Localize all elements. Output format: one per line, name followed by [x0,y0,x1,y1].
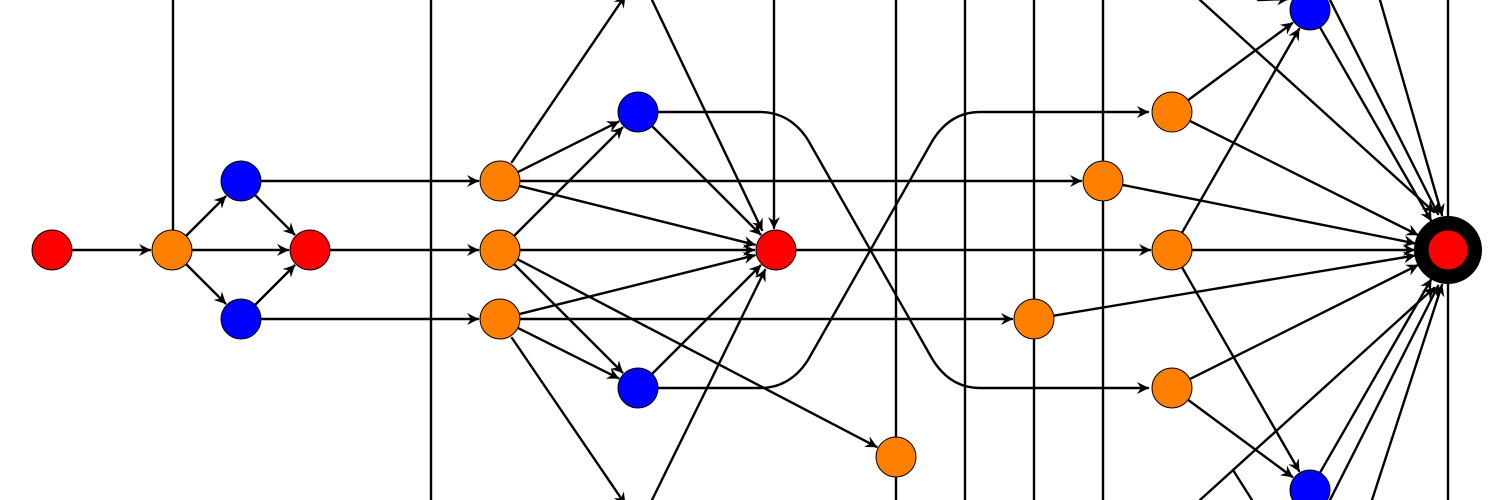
node-n-orange-7[interactable] [1082,160,1124,202]
edge-in-bottom [1198,286,1436,500]
node-n-blue-3[interactable] [617,91,659,133]
orange-node-circle [1082,160,1124,202]
blue-node-circle [617,91,659,133]
edge-n-orange-9-to-n-blue-6 [1180,266,1301,473]
node-n-end[interactable] [1414,216,1482,284]
node-n-split-1[interactable] [151,229,193,271]
blue-node-circle [1289,0,1331,31]
blue-node-circle [220,160,262,202]
node-n-merge-2[interactable] [755,229,797,271]
edge-n-orange-10-to-n-end [1188,264,1419,381]
edge-n-blue-6-to-n-end [1318,278,1433,474]
orange-node-circle [1151,367,1193,409]
blue-node-circle [1289,469,1331,500]
edge-out-bottom [1231,468,1254,500]
orange-node-circle [479,298,521,340]
edge-n-orange-10-to-n-blue-6 [1186,398,1294,479]
orange-node-circle [479,160,521,202]
red-node-circle [1427,229,1469,271]
edge-n-orange-9-to-n-blue-5 [1180,27,1301,234]
node-n-orange-2[interactable] [479,160,521,202]
edge-n-split-1-to-n-blue-1 [184,195,227,238]
red-node-circle [31,229,73,271]
node-n-orange-3[interactable] [479,229,521,271]
edge-out-top [510,0,626,164]
edges-layer [70,21,1433,479]
node-n-orange-8[interactable] [1151,91,1193,133]
edge-n-orange-4-to-n-merge-2 [518,252,756,316]
edge-n-blue-5-to-n-end [1318,26,1433,222]
edge-n-blue-3-to-n-orange-10 [656,110,1150,394]
edge-in-top [1198,0,1436,214]
edge-n-orange-2-to-n-merge-2 [518,184,756,248]
edge-n-blue-1-to-n-merge-1 [253,193,296,236]
edge-n-orange-2-to-n-blue-3 [516,120,620,174]
node-n-start[interactable] [31,229,73,271]
edge-n-orange-3-to-n-orange-5 [516,258,878,448]
edge-n-blue-2-to-n-merge-1 [253,264,296,307]
node-n-blue-5[interactable] [1289,0,1331,31]
edge-n-orange-6-to-n-end [1052,251,1416,317]
orange-node-circle [479,229,521,271]
edge-in-top [1328,0,1440,216]
node-n-orange-5[interactable] [875,436,917,478]
node-n-orange-10[interactable] [1151,367,1193,409]
orange-node-circle [1151,91,1193,133]
blue-node-circle [617,367,659,409]
edge-n-orange-8-to-n-blue-5 [1186,21,1294,102]
node-n-orange-6[interactable] [1013,298,1055,340]
orange-node-circle [1013,298,1055,340]
node-n-orange-4[interactable] [479,298,521,340]
edge-in-top [650,0,764,232]
edge-n-orange-4-to-n-blue-4 [516,326,620,380]
node-n-merge-1[interactable] [289,229,331,271]
node-n-blue-4[interactable] [617,367,659,409]
edge-n-orange-8-to-n-end [1188,119,1419,236]
red-node-circle [289,229,331,271]
red-node-circle [755,229,797,271]
edge-in-bottom [1328,284,1440,500]
blue-node-circle [220,298,262,340]
orange-node-circle [151,229,193,271]
node-n-blue-6[interactable] [1289,469,1331,500]
edge-n-blue-4-to-n-orange-8 [656,106,1150,390]
node-n-blue-2[interactable] [220,298,262,340]
edge-n-split-1-to-n-blue-2 [184,262,227,305]
node-n-blue-1[interactable] [220,160,262,202]
orange-node-circle [1151,229,1193,271]
node-n-orange-9[interactable] [1151,229,1193,271]
nodes-layer [31,0,1482,500]
edge-in-top [1378,0,1445,217]
orange-node-circle [875,436,917,478]
edge-in-bottom [650,268,767,500]
edge-out-bottom [510,336,626,500]
edge-n-orange-7-to-n-end [1121,183,1416,248]
edge-in-bottom [1370,283,1445,500]
